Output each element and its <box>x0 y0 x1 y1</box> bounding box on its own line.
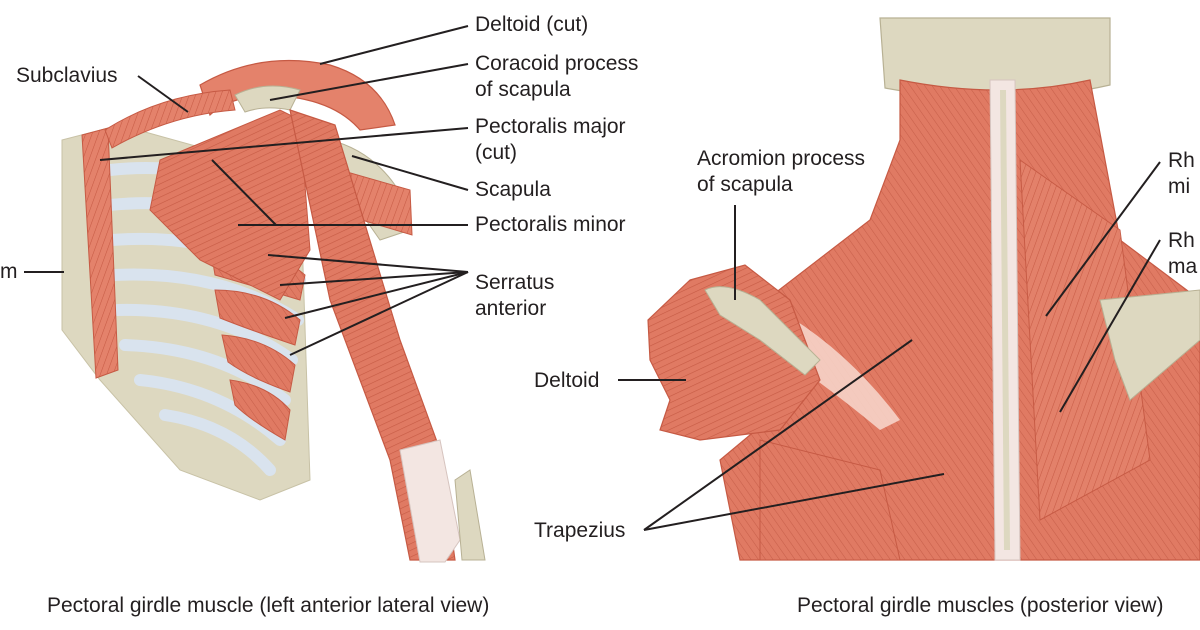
acromion-process-bone <box>704 286 821 376</box>
label-serratus-line1: Serratus <box>475 271 555 294</box>
label-rhomboid-major-line1: Rh <box>1168 229 1195 252</box>
subclavius-muscle <box>104 89 236 149</box>
elbow-tendon <box>399 439 461 563</box>
right-posterior-view <box>647 17 1200 561</box>
leader-trapezius-2 <box>643 473 945 531</box>
label-coracoid-line2: of scapula <box>475 78 571 101</box>
leader-coracoid <box>269 63 469 101</box>
leader-serratus-3 <box>284 271 469 319</box>
leader-trapezius-1 <box>643 339 913 531</box>
leader-subclavius <box>137 75 189 113</box>
leader-rhomboid-minor <box>1045 161 1161 317</box>
label-pectoralis-minor: Pectoralis minor <box>475 213 626 236</box>
leader-lines <box>24 25 1161 531</box>
leader-rhomboid-major <box>1059 239 1161 413</box>
label-deltoid-cut: Deltoid (cut) <box>475 13 589 36</box>
label-acromion-line1: Acromion process <box>697 147 866 170</box>
leader-scapula <box>351 155 469 191</box>
pectoralis-minor-muscle <box>149 109 311 301</box>
left-anterior-view <box>61 59 486 563</box>
leader-pectoralis-major <box>99 127 469 161</box>
spinous-processes <box>1000 90 1010 550</box>
label-pectoralis-major-line2: (cut) <box>475 141 517 164</box>
label-rhomboid-minor-line2: mi <box>1168 175 1191 198</box>
label-scapula: Scapula <box>475 178 551 201</box>
label-sternum-partial: m <box>0 260 18 283</box>
label-subclavius: Subclavius <box>16 64 118 87</box>
label-serratus-line2: anterior <box>475 297 547 320</box>
deltoid-muscle <box>647 264 821 441</box>
sternal-muscle-column <box>81 127 119 379</box>
leader-serratus-4 <box>289 271 469 356</box>
leader-pectoralis-minor-2 <box>211 159 277 226</box>
label-coracoid-line1: Coracoid process <box>475 52 639 75</box>
caption-right-view: Pectoral girdle muscles (posterior view) <box>797 594 1164 617</box>
caption-left-view: Pectoral girdle muscle (left anterior la… <box>47 594 490 617</box>
rhomboid-muscle <box>1019 159 1151 521</box>
right-scapula-bone <box>1099 289 1200 401</box>
leader-serratus-1 <box>267 254 469 273</box>
label-acromion-line2: of scapula <box>697 173 793 196</box>
label-trapezius: Trapezius <box>534 519 626 542</box>
leader-serratus-2 <box>279 271 469 286</box>
leader-deltoid-cut <box>319 25 469 65</box>
label-rhomboid-major-line2: ma <box>1168 255 1198 278</box>
teres-muscle <box>759 439 901 561</box>
coracoid-process-bone <box>234 85 301 113</box>
label-pectoralis-major-line1: Pectoralis major <box>475 115 626 138</box>
label-rhomboid-minor-line1: Rh <box>1168 149 1195 172</box>
humerus-bone-edge <box>454 469 486 561</box>
label-deltoid: Deltoid <box>534 369 600 392</box>
